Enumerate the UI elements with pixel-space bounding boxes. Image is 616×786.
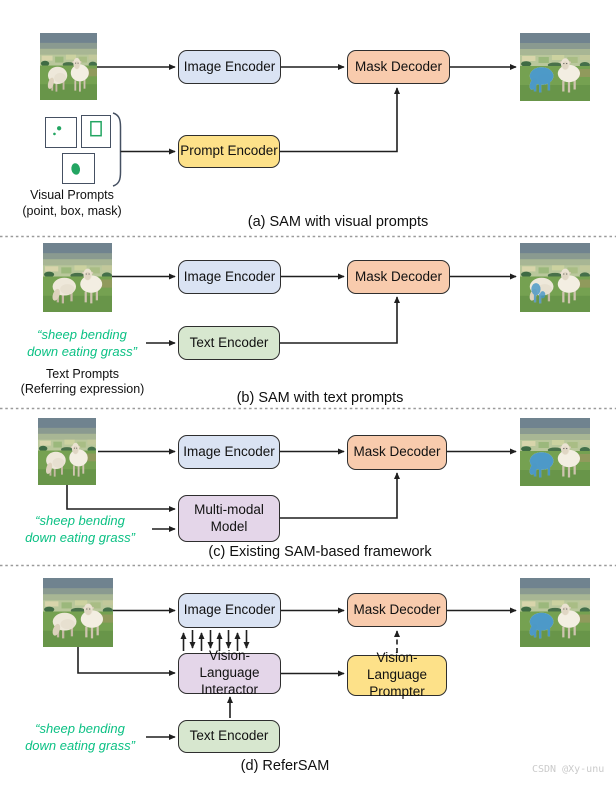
connector-lines xyxy=(0,64,616,740)
figure-refersam-overview: Image Encoder Mask Decoder Visual Prompt… xyxy=(0,33,616,775)
